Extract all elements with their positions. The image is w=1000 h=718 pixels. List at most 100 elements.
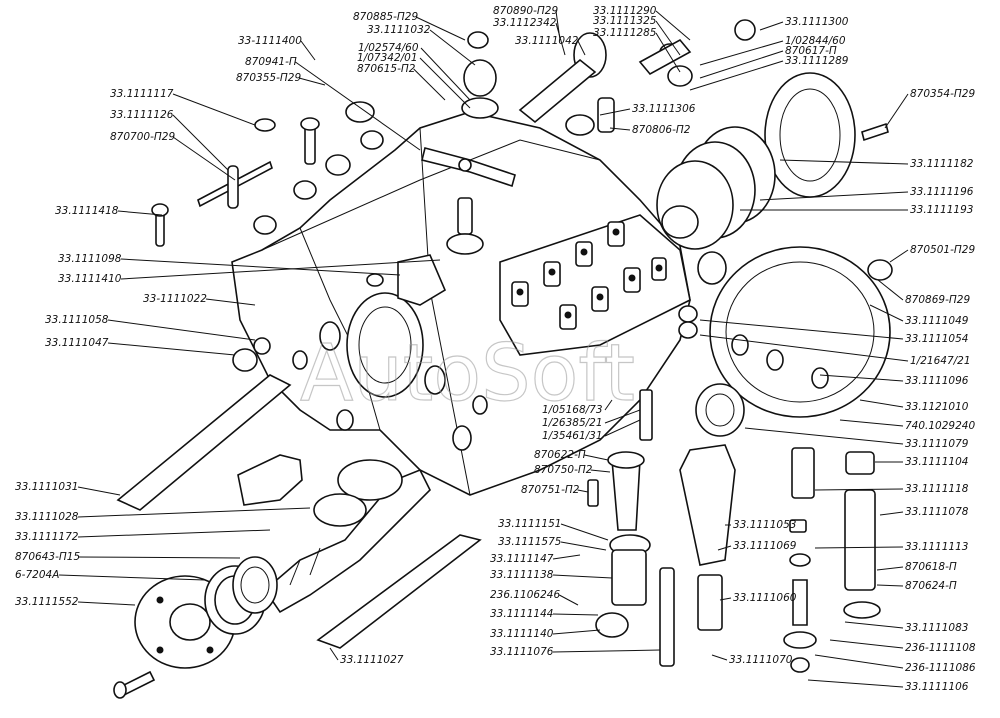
- watermark-text: AutoSoft: [300, 329, 635, 419]
- part-number-label: 33.1111070: [729, 654, 793, 666]
- leader-line: [779, 159, 909, 165]
- part-number-label: 33.1111047: [45, 337, 109, 349]
- part-number-label: 33.1111147: [490, 553, 554, 565]
- leader-line: [552, 649, 661, 653]
- part-number-label: 33.1111118: [905, 483, 969, 495]
- part-number-label: 870890-П29: [493, 5, 558, 17]
- leader-line: [876, 566, 904, 571]
- leader-line: [298, 77, 326, 86]
- part-number-label: 33.1111104: [905, 456, 968, 468]
- leader-line: [699, 50, 784, 79]
- leader-line: [577, 489, 589, 493]
- plunger-column: [587, 389, 675, 667]
- leader-line: [552, 554, 581, 560]
- part-number-label: 33.1111069: [733, 540, 797, 552]
- part-number-label: 870624-П: [905, 580, 957, 592]
- leader-line: [889, 249, 909, 263]
- part-number-label: 33.1111172: [15, 531, 79, 543]
- bearing: [204, 556, 278, 635]
- leader-line: [552, 574, 613, 579]
- part-number-label: 33.1111285: [593, 27, 657, 39]
- part-number-label: 870622-П: [534, 449, 586, 461]
- top-parts: [461, 31, 693, 136]
- leader-line: [844, 621, 904, 629]
- leader-line: [759, 21, 784, 31]
- part-number-label: 33.1111144: [490, 608, 553, 620]
- leader-line: [590, 469, 611, 473]
- part-number-label: 236-1111086: [905, 662, 976, 674]
- leader-line: [559, 594, 579, 606]
- part-number-label: 33.1111054: [905, 333, 968, 345]
- part-number-label: 870355-П29: [236, 72, 301, 84]
- leader-line: [300, 40, 316, 61]
- leader-line: [689, 60, 784, 91]
- leader-line: [604, 419, 641, 437]
- part-number-label: 1/26385/21: [542, 417, 603, 429]
- leader-line: [877, 279, 904, 301]
- leader-line: [120, 259, 441, 280]
- leader-line: [429, 29, 476, 66]
- part-number-label: 33.1111290: [593, 5, 657, 17]
- part-number-label: 33.1111575: [498, 536, 562, 548]
- leader-line: [295, 61, 421, 151]
- leader-line: [205, 298, 256, 306]
- leader-line: [699, 40, 784, 66]
- leader-line: [604, 409, 641, 424]
- part-number-label: 870354-П29: [910, 88, 975, 100]
- part-number-label: 33.1111106: [905, 681, 969, 693]
- leader-line: [172, 114, 229, 171]
- part-number-label: 33.1111117: [110, 88, 174, 100]
- right-small-parts: [678, 19, 893, 339]
- part-number-label: 33.1111289: [785, 55, 849, 67]
- part-number-label: 1/21647/21: [910, 355, 971, 367]
- plunger-sections: [499, 214, 691, 356]
- leader-line: [172, 93, 256, 126]
- part-number-label: 236.1106246: [490, 589, 560, 601]
- leader-line: [117, 210, 163, 216]
- rear-cover: [764, 72, 856, 198]
- leader-line: [329, 647, 339, 661]
- part-number-label: 870751-П2: [521, 484, 580, 496]
- leader-line: [552, 613, 599, 616]
- part-number-label: 870941-П: [245, 56, 297, 68]
- part-number-label: 33.1111028: [15, 511, 79, 523]
- leader-line: [77, 486, 121, 496]
- part-number-label: 33.1111552: [15, 596, 79, 608]
- part-number-label: 33.1111418: [55, 205, 119, 217]
- leader-line: [839, 419, 904, 427]
- part-number-label: 870700-П29: [110, 131, 175, 143]
- tappet-column: [679, 444, 736, 631]
- leader-line: [869, 304, 904, 322]
- part-number-label: 33.1111151: [498, 518, 561, 530]
- part-number-label: 1/07342/01: [357, 52, 418, 64]
- part-number-label: 6-7204А: [15, 569, 59, 581]
- camshaft: [263, 459, 431, 614]
- leader-line: [819, 374, 904, 382]
- part-number-label: 870885-П29: [353, 11, 418, 23]
- governor-spring: [656, 126, 776, 250]
- part-number-label: 33.1121010: [905, 401, 969, 413]
- leader-line: [711, 654, 728, 661]
- part-number-label: 33.1111042: [515, 35, 579, 47]
- leader-line: [859, 399, 904, 408]
- leader-line: [555, 22, 566, 56]
- leader-line: [609, 127, 631, 131]
- leader-line: [719, 597, 732, 601]
- leader-line: [717, 545, 732, 551]
- leader-line: [829, 639, 904, 649]
- leader-line: [77, 556, 241, 559]
- leader-line: [172, 136, 236, 181]
- part-number-label: 33.1111053: [733, 519, 796, 531]
- part-number-label: 33.1111126: [110, 109, 174, 121]
- leader-line: [814, 488, 904, 491]
- part-number-label: 870617-П: [785, 45, 837, 57]
- valve-column: [783, 447, 881, 673]
- leader-line: [419, 57, 471, 109]
- leader-line: [120, 258, 401, 276]
- left-small-parts: [116, 101, 384, 511]
- leader-line: [413, 68, 446, 101]
- leader-line: [560, 541, 607, 551]
- part-number-label: 33.1111325: [593, 15, 657, 27]
- part-number-label: 33.1111032: [367, 24, 431, 36]
